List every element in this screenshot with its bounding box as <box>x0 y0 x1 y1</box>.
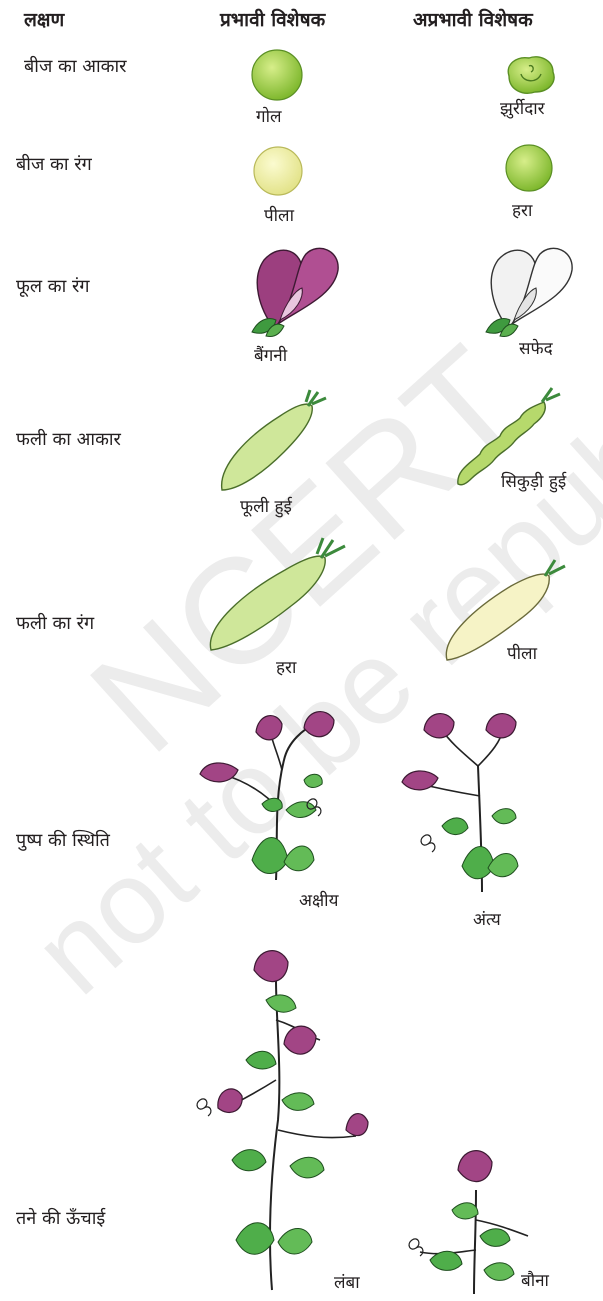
label-yellow: पीला <box>264 203 294 226</box>
label-green-pod: हरा <box>276 655 296 678</box>
label-tall: लंबा <box>334 1270 360 1293</box>
header-recessive: अप्रभावी विशेषक <box>413 6 533 32</box>
label-terminal: अंत्य <box>473 907 501 930</box>
inflated-pod <box>218 386 330 498</box>
yellow-pod <box>441 546 569 666</box>
label-white: सफेद <box>519 336 553 359</box>
green-pod <box>205 530 351 656</box>
axial-flower-plant <box>192 690 352 890</box>
label-dwarf: बौना <box>521 1268 549 1291</box>
dwarf-plant <box>404 1140 540 1296</box>
trait-flower-color: फूल का रंग <box>16 274 90 298</box>
trait-pod-color: फली का रंग <box>16 611 94 635</box>
label-purple: बैंगनी <box>254 343 287 366</box>
label-wrinkled: झुर्रीदार <box>500 96 545 119</box>
trait-seed-color: बीज का रंग <box>16 152 92 176</box>
trait-pod-shape: फली का आकार <box>16 427 121 451</box>
label-round: गोल <box>256 104 282 127</box>
purple-flower <box>244 240 344 340</box>
header-dominant: प्रभावी विशेषक <box>220 6 325 32</box>
green-seed <box>503 142 555 194</box>
wrinkled-seed <box>503 52 559 96</box>
terminal-flower-plant <box>402 706 552 896</box>
label-constricted: सिकुड़ी हुई <box>501 469 566 492</box>
header-trait: लक्षण <box>24 6 64 32</box>
tall-plant <box>186 940 382 1292</box>
label-axial: अक्षीय <box>299 888 338 911</box>
round-seed <box>249 47 305 103</box>
label-green-seed: हरा <box>512 198 532 221</box>
label-inflated: फूली हुई <box>240 494 292 517</box>
white-flower <box>478 240 578 340</box>
trait-stem-height: तने की ऊँचाई <box>16 1206 105 1230</box>
yellow-seed <box>251 144 305 198</box>
trait-flower-position: पुष्प की स्थिति <box>16 828 110 852</box>
trait-seed-shape: बीज का आकार <box>24 54 126 78</box>
label-yellow-pod: पीला <box>507 641 537 664</box>
